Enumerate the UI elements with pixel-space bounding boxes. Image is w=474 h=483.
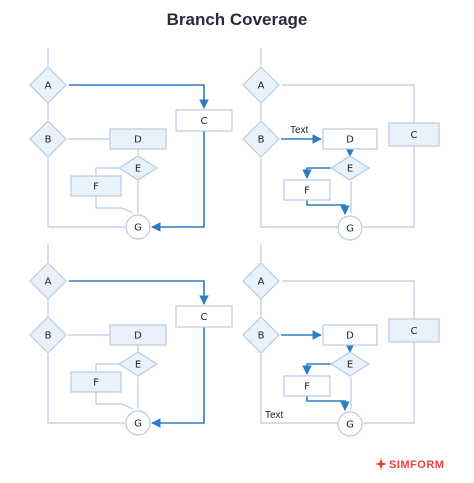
edge-a-c bbox=[282, 280, 415, 319]
node-g-label: G bbox=[346, 420, 354, 431]
simform-logo-icon bbox=[375, 458, 387, 470]
node-g-terminal: G bbox=[125, 214, 151, 240]
node-e-label: E bbox=[135, 360, 141, 371]
node-f-label: F bbox=[93, 182, 99, 193]
node-d-process: D bbox=[109, 324, 167, 346]
node-g-terminal: G bbox=[125, 410, 151, 436]
node-d-label: D bbox=[346, 135, 354, 146]
node-b-decision: B bbox=[29, 120, 67, 158]
node-b-label: B bbox=[45, 135, 52, 146]
node-b-decision: B bbox=[29, 316, 67, 354]
panel-bottom-left: A B C D E F G bbox=[29, 244, 233, 436]
node-c-process: C bbox=[388, 318, 440, 343]
node-a-label: A bbox=[258, 277, 265, 288]
annotation-text: Text bbox=[290, 125, 309, 136]
node-c-label: C bbox=[201, 312, 208, 323]
node-f-process: F bbox=[283, 375, 331, 397]
edge-a-c bbox=[282, 84, 415, 123]
node-e-decision: E bbox=[117, 155, 159, 181]
node-b-label: B bbox=[45, 331, 52, 342]
node-c-label: C bbox=[411, 130, 418, 141]
edge-c-g bbox=[363, 146, 415, 228]
node-e-label: E bbox=[347, 360, 353, 371]
node-b-decision: B bbox=[242, 316, 280, 354]
node-d-label: D bbox=[134, 331, 142, 342]
annotation-text: Text bbox=[265, 410, 284, 421]
edge-e-f-highlight bbox=[302, 167, 331, 179]
edge-e-f bbox=[95, 167, 120, 175]
node-f-label: F bbox=[304, 186, 310, 197]
node-a-label: A bbox=[45, 81, 52, 92]
edge-b-g bbox=[260, 158, 338, 228]
node-f-label: F bbox=[93, 378, 99, 389]
node-e-decision: E bbox=[117, 351, 159, 377]
edge-e-f bbox=[95, 363, 120, 371]
edge-f-g bbox=[95, 196, 134, 214]
node-a-label: A bbox=[45, 277, 52, 288]
node-c-process: C bbox=[175, 109, 233, 132]
node-d-label: D bbox=[134, 135, 142, 146]
panel-top-right: A B C D E F G Text bbox=[242, 48, 440, 241]
node-d-process: D bbox=[322, 324, 378, 346]
edge-c-g-highlight bbox=[151, 131, 205, 232]
node-e-decision: E bbox=[329, 155, 371, 181]
node-c-label: C bbox=[411, 326, 418, 337]
panel-bottom-right: A B C D E F G Text bbox=[242, 244, 440, 437]
page-title: Branch Coverage bbox=[166, 10, 308, 29]
node-a-decision: A bbox=[29, 66, 67, 104]
node-d-process: D bbox=[109, 128, 167, 150]
node-c-process: C bbox=[175, 305, 233, 328]
edge-b-g bbox=[47, 158, 125, 228]
edge-c-g bbox=[363, 342, 415, 424]
edge-a-c-highlight bbox=[69, 280, 209, 305]
node-b-decision: B bbox=[242, 120, 280, 158]
edge-c-g-highlight bbox=[151, 327, 205, 428]
node-c-label: C bbox=[201, 116, 208, 127]
node-e-decision: E bbox=[329, 351, 371, 377]
edge-a-c-highlight bbox=[69, 84, 209, 109]
node-g-label: G bbox=[134, 223, 142, 234]
node-b-label: B bbox=[258, 135, 265, 146]
node-d-process: D bbox=[322, 128, 378, 150]
node-f-process: F bbox=[70, 175, 122, 197]
node-e-label: E bbox=[347, 164, 353, 175]
panel-top-left: A B C D E F G bbox=[29, 48, 233, 240]
edge-f-g bbox=[95, 392, 134, 410]
node-f-label: F bbox=[304, 382, 310, 393]
node-a-decision: A bbox=[242, 262, 280, 300]
node-g-terminal: G bbox=[337, 411, 363, 437]
node-f-process: F bbox=[70, 371, 122, 393]
edge-f-g-highlight bbox=[306, 396, 350, 411]
node-e-label: E bbox=[135, 164, 141, 175]
edge-f-g-highlight bbox=[306, 200, 350, 215]
node-g-label: G bbox=[346, 224, 354, 235]
node-d-label: D bbox=[346, 331, 354, 342]
edge-b-g bbox=[260, 354, 338, 424]
edge-e-f-highlight bbox=[302, 363, 331, 375]
node-g-label: G bbox=[134, 419, 142, 430]
node-f-process: F bbox=[283, 179, 331, 201]
edge-b-g bbox=[47, 354, 125, 424]
node-a-decision: A bbox=[29, 262, 67, 300]
simform-logo-text: SIMFORM bbox=[389, 459, 445, 471]
node-a-decision: A bbox=[242, 66, 280, 104]
node-c-process: C bbox=[388, 122, 440, 147]
node-a-label: A bbox=[258, 81, 265, 92]
node-g-terminal: G bbox=[337, 215, 363, 241]
node-b-label: B bbox=[258, 331, 265, 342]
